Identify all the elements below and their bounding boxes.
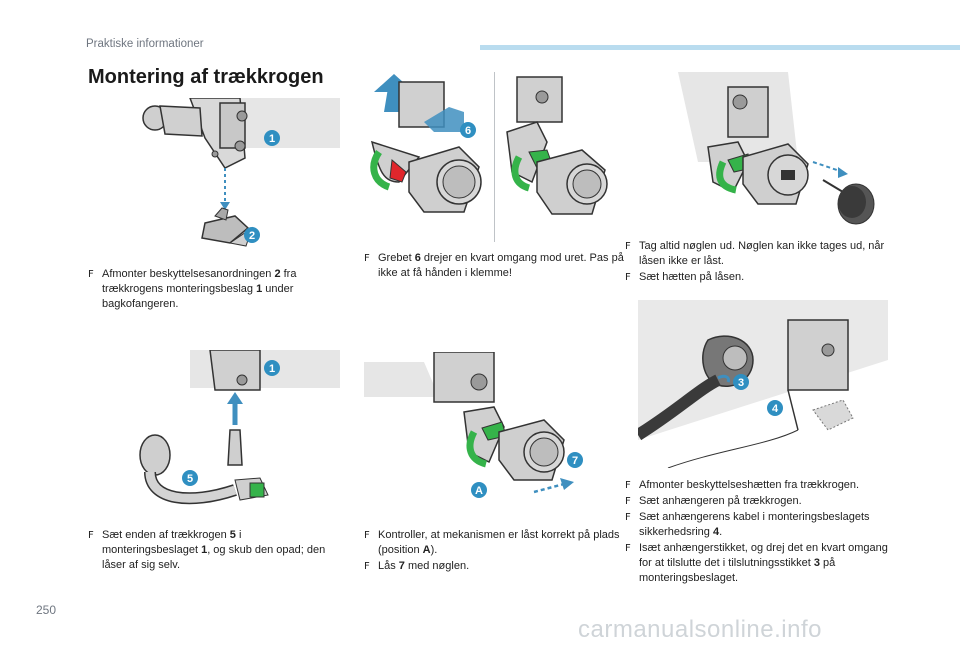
bullet-item: F Sæt hætten på låsen. [625,271,745,283]
callout-6: 6 [465,125,471,137]
header-bar [480,45,960,50]
bullet-mark: F [88,530,94,541]
bullet-mark: F [625,480,631,491]
bullet-item: F Isæt anhængerstikket, og drej det en k… [625,542,888,584]
instruction-remove-protector: F Afmonter beskyttelsesanordningen 2 fra… [88,267,328,313]
figure-remove-protector: 1 2 [130,98,340,258]
bullet-mark: F [625,272,631,283]
bullet-mark: F [364,530,370,541]
bullet-mark: F [364,561,370,572]
instruction-key: F Tag altid nøglen ud. Nøglen kan ikke t… [625,239,887,286]
bullet-item: F Tag altid nøglen ud. Nøglen kan ikke t… [625,240,885,267]
figure-key-cap [638,72,886,232]
figure-trailer-connection: 3 4 [638,300,888,468]
bullet-mark: F [625,241,631,252]
callout-2: 2 [249,230,255,242]
instruction-lever: F Grebet 6 drejer en kvart omgang mod ur… [364,251,624,282]
bullet-item: F Lås 7 med nøglen. [364,560,470,572]
bullet-mark: F [625,512,631,523]
callout-3: 3 [738,377,744,389]
bullet-item: F Sæt anhængerens kabel i monteringsbesl… [625,511,870,538]
callout-5: 5 [187,473,193,485]
watermark: carmanualsonline.info [578,616,822,643]
page-title: Montering af trækkrogen [88,66,324,88]
bullet-item: F Sæt enden af trækkrogen 5 i monterings… [88,529,326,571]
instruction-check-lock: F Kontroller, at mekanismen er låst korr… [364,528,624,575]
instruction-trailer: F Afmonter beskyttelseshætten fra trækkr… [625,478,889,587]
section-header: Praktiske informationer [86,38,204,50]
callout-A: A [475,485,483,497]
figure-lever-rotated [497,72,615,234]
callout-7: 7 [572,455,578,467]
bullet-item: F Kontroller, at mekanismen er låst korr… [364,529,620,556]
bullet-item: F Afmonter beskyttelseshætten fra trækkr… [625,479,860,491]
figure-insert-towball: 1 5 [130,350,340,515]
page-number: 250 [36,603,57,617]
figure-check-locked: 7 A [364,352,614,514]
callout-1: 1 [269,363,275,375]
figure-divider [494,72,495,242]
instruction-insert-towball: F Sæt enden af trækkrogen 5 i monterings… [88,528,338,574]
bullet-item: F Sæt anhængeren på trækkrogen. [625,495,802,507]
bullet-item: F Afmonter beskyttelsesanordningen 2 fra… [88,268,297,310]
bullet-item: F Grebet 6 drejer en kvart omgang mod ur… [364,252,624,279]
bullet-mark: F [625,496,631,507]
callout-1: 1 [269,133,275,145]
callout-4: 4 [772,403,779,415]
bullet-mark: F [364,253,370,264]
figure-lever-rotate: 6 [364,72,489,234]
bullet-mark: F [625,543,631,554]
bullet-mark: F [88,269,94,280]
